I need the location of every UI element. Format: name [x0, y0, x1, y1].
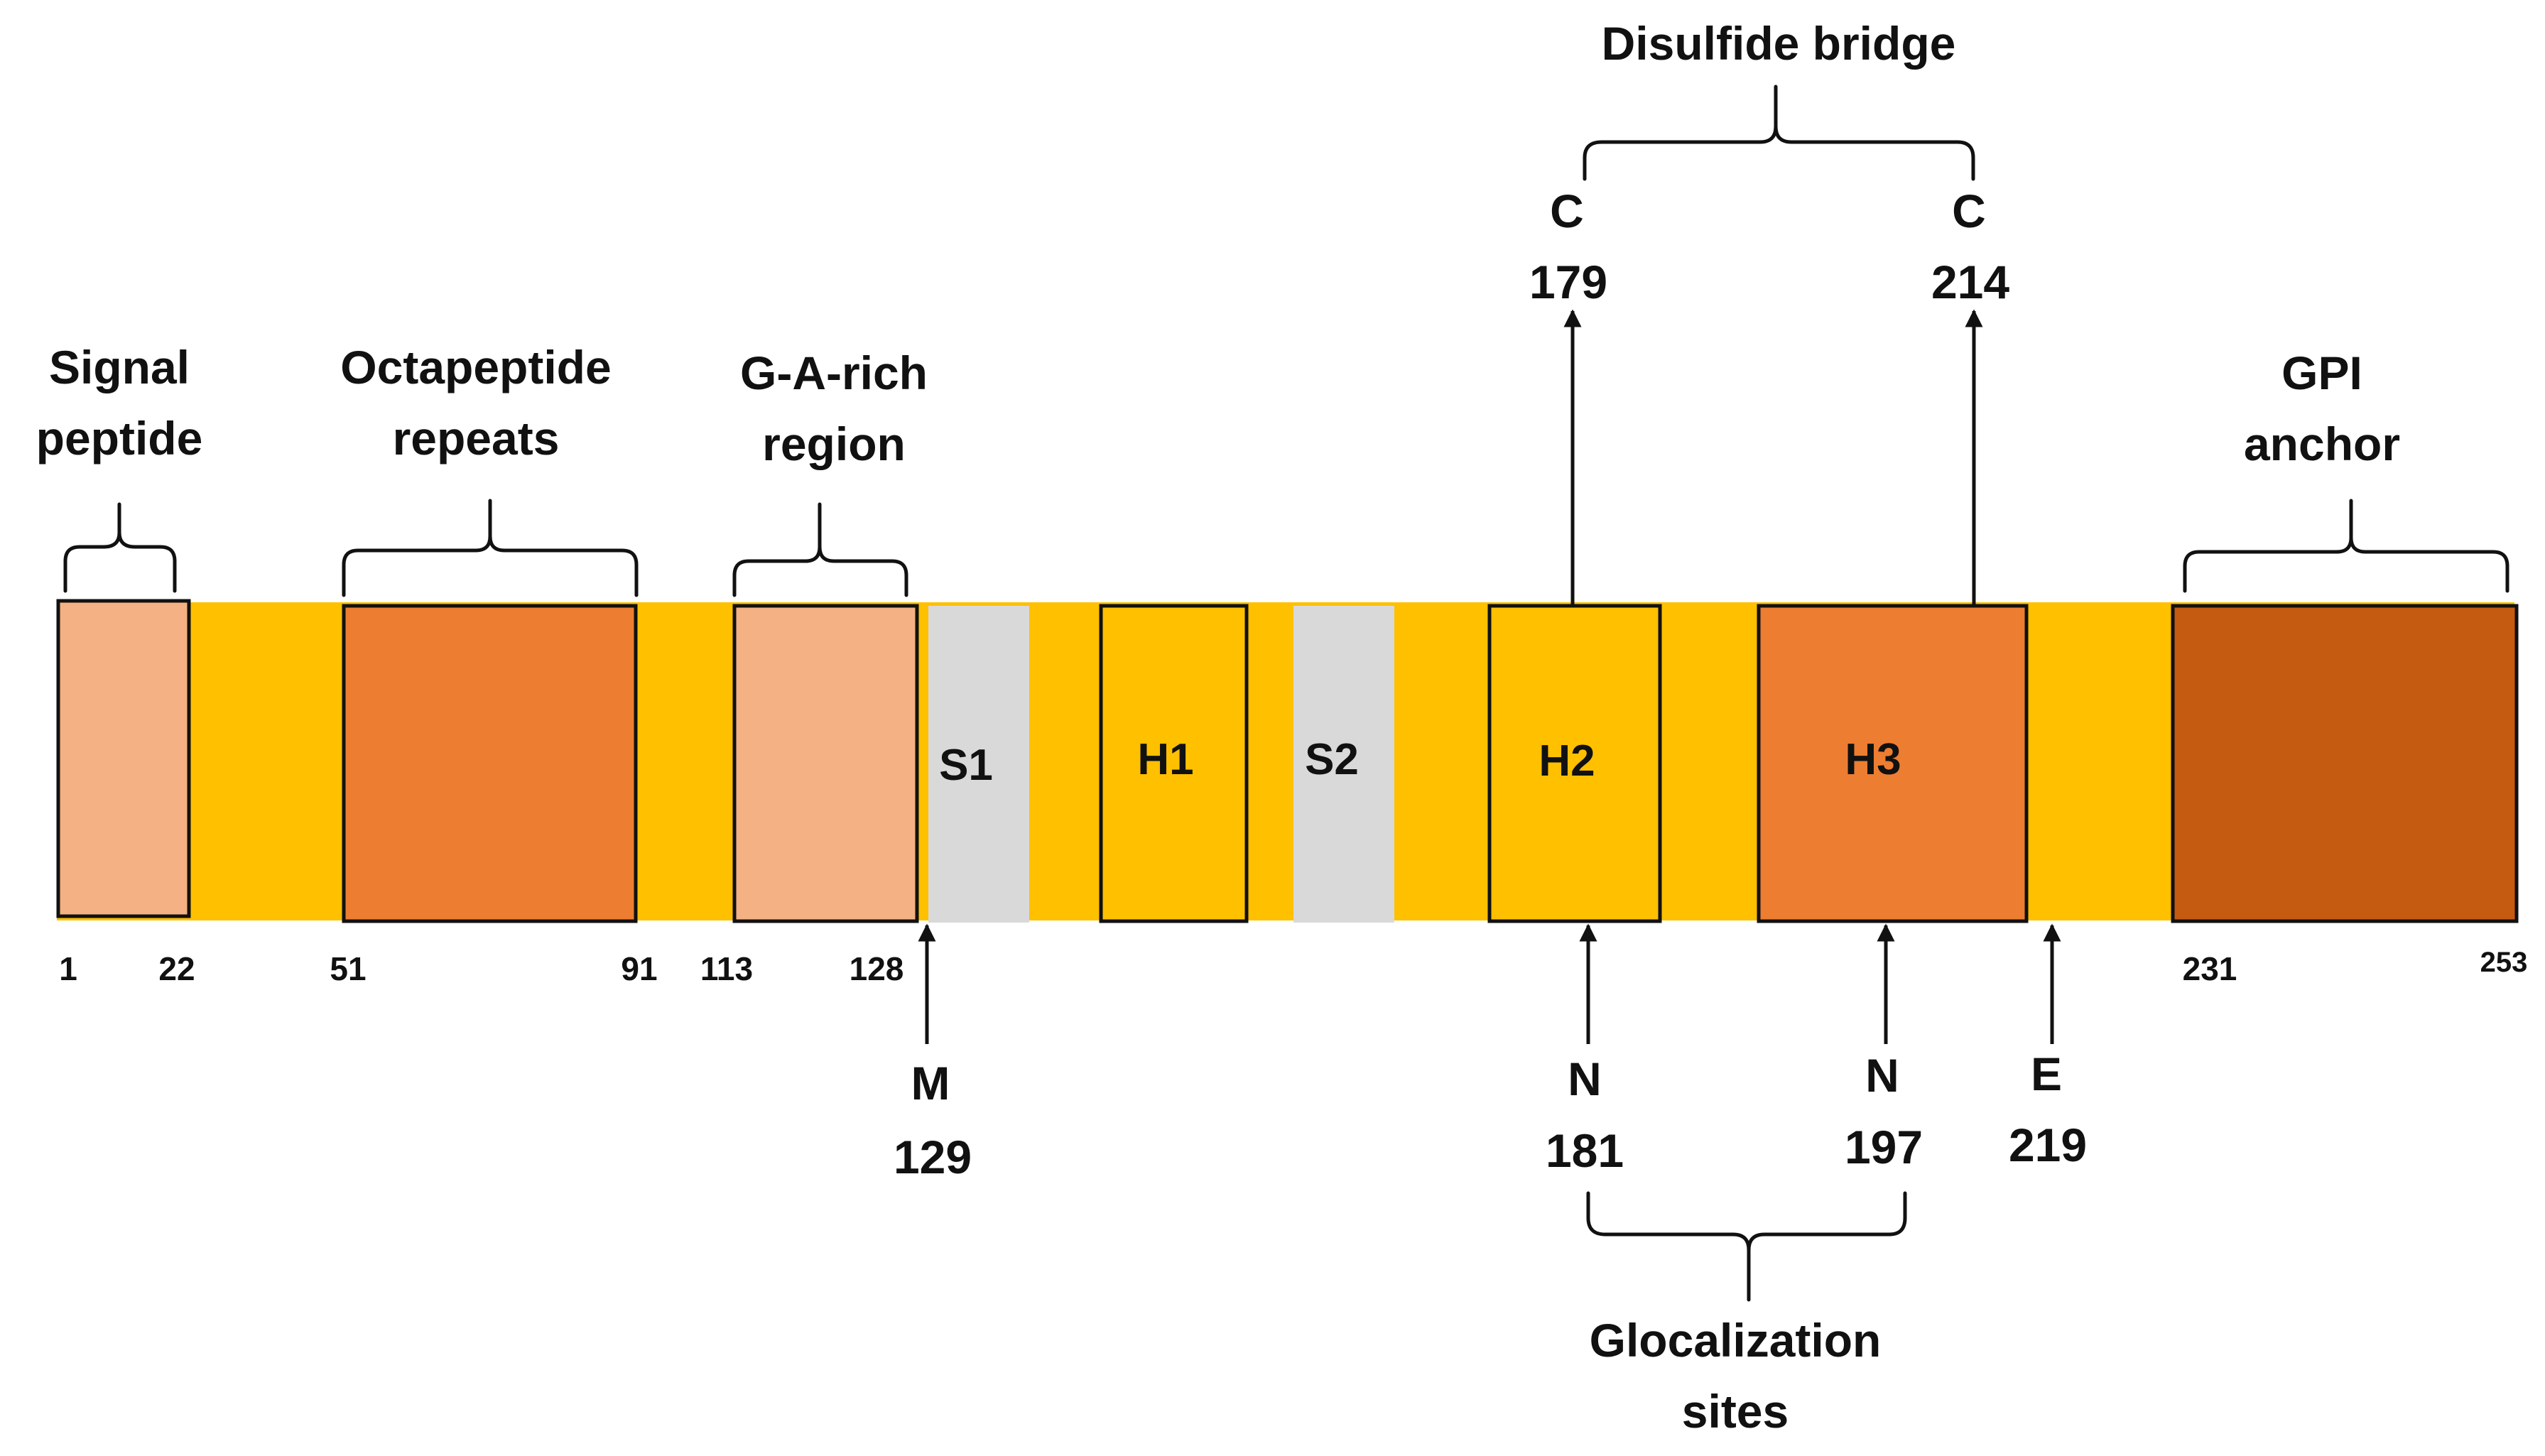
octapeptide-title-line1: Octapeptide	[340, 341, 611, 393]
h1-label: H1	[1137, 735, 1193, 784]
disulfide-bridge-brace	[1583, 85, 1975, 181]
position-label: 231	[2183, 950, 2237, 987]
ga-rich-title-line2: region	[762, 418, 906, 470]
s1-label: S1	[939, 741, 993, 790]
n197-aa: N	[1865, 1049, 1899, 1102]
gpi-anchor-brace	[2183, 499, 2509, 593]
h3-helix-box	[1757, 604, 2029, 923]
position-label: 128	[850, 950, 904, 987]
position-label: 22	[158, 950, 195, 987]
gpi-anchor-title-line1: GPI	[2281, 347, 2362, 399]
m129-number: 129	[894, 1131, 972, 1183]
glocalization-title-line1: Glocalization	[1590, 1314, 1882, 1367]
n181-number: 181	[1546, 1124, 1624, 1177]
gpi-anchor-title-line2: anchor	[2244, 418, 2400, 470]
position-label: 253	[2480, 947, 2528, 978]
h2-label: H2	[1539, 737, 1595, 786]
cys-179-number: 179	[1529, 256, 1607, 308]
m129-aa: M	[911, 1057, 950, 1109]
signal-peptide-title-line2: peptide	[36, 412, 203, 464]
gpi-anchor-box	[2171, 604, 2519, 923]
glocalization-title-line2: sites	[1682, 1385, 1789, 1438]
signal-peptide-box	[56, 599, 191, 918]
s2-strand-box	[1293, 606, 1394, 923]
position-label: 1	[59, 950, 77, 987]
position-label: 51	[330, 950, 366, 987]
octapeptide-title-line2: repeats	[393, 412, 560, 464]
e219-aa: E	[2031, 1048, 2062, 1100]
octapeptide-repeats-box	[342, 604, 638, 923]
position-label: 113	[700, 950, 753, 987]
cys-179-aa: C	[1550, 185, 1584, 237]
signal-peptide-title-line1: Signal	[49, 341, 190, 393]
disulfide-bridge-title: Disulfide bridge	[1602, 17, 1956, 70]
signal-peptide-brace	[63, 502, 177, 593]
n197-number: 197	[1845, 1121, 1923, 1173]
glocalization-brace	[1586, 1191, 1907, 1302]
h1-helix-box	[1099, 604, 1249, 923]
h3-label: H3	[1845, 735, 1901, 784]
octapeptide-brace	[342, 499, 639, 597]
cys-214-number: 214	[1931, 256, 2009, 308]
s2-label: S2	[1305, 735, 1359, 784]
n181-aa: N	[1568, 1053, 1602, 1105]
s1-strand-box	[928, 606, 1029, 923]
cys-214-aa: C	[1952, 185, 1986, 237]
h2-helix-box	[1487, 604, 1662, 923]
ga-rich-title-line1: G-A-rich	[740, 347, 928, 399]
e219-number: 219	[2009, 1119, 2087, 1171]
position-label: 91	[621, 950, 657, 987]
ga-rich-region-box	[732, 604, 919, 923]
ga-rich-brace	[732, 502, 908, 597]
